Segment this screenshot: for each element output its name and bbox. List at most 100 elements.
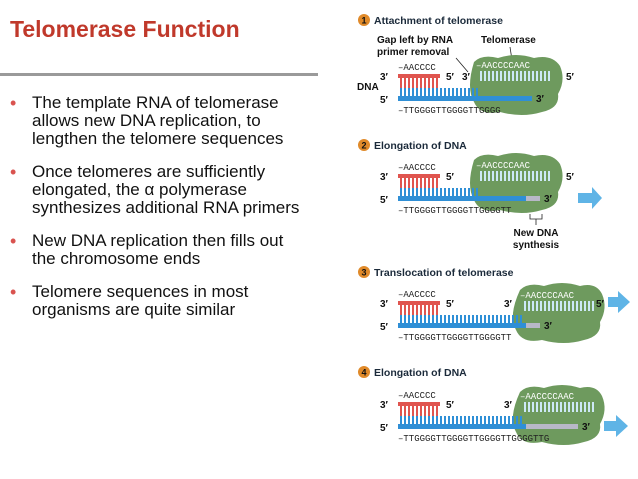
template-rna-seq: –AACCCCAAC: [476, 61, 531, 71]
gap-pointer: [455, 57, 469, 73]
prime-5-top: 5′: [446, 400, 455, 411]
step-4: 4 Elongation of DNA –AACCCCAAC –AACCCC 3…: [358, 366, 628, 445]
telomerase-label: Telomerase: [481, 35, 536, 46]
gap-label-line1: Gap left by RNA: [377, 35, 453, 46]
new-dna-bracket: [529, 214, 543, 220]
top-strand-seq: –AACCCC: [398, 290, 436, 300]
top-strand-seq: –AACCCC: [398, 391, 436, 401]
prime-3-bottom: 3′: [536, 94, 545, 105]
template-rungs: [524, 402, 596, 412]
rna-primer-rungs: [398, 305, 440, 315]
rna-primer-bar: [398, 301, 440, 305]
prime-5-bottom: 5′: [380, 322, 389, 333]
step-3-badge: [358, 266, 370, 278]
prime-3-bottom: 3′: [582, 422, 591, 433]
prime-3-top: 3′: [380, 72, 389, 83]
step-2-badge: [358, 139, 370, 151]
bullet-text: Once telomeres are sufficiently elongate…: [32, 162, 300, 217]
rna-primer-rungs: [398, 78, 440, 88]
dna-strand-bar: [398, 323, 526, 328]
bullet-list: • The template RNA of telomerase allows n…: [8, 94, 308, 334]
prime-5-template: 5′: [566, 172, 575, 183]
step-4-badge: [358, 366, 370, 378]
template-rungs: [524, 301, 596, 311]
new-dna-label-line1: New DNA: [513, 228, 558, 239]
rna-primer-bar: [398, 402, 440, 406]
bullet-icon: •: [10, 93, 17, 113]
bullet-text: Telomere sequences in most organisms are…: [32, 282, 249, 319]
dna-label: DNA: [357, 82, 379, 93]
bullet-icon: •: [10, 282, 17, 302]
new-dna-label-line2: synthesis: [513, 240, 560, 251]
dna-strand-bar: [398, 96, 532, 101]
step-2-title: Elongation of DNA: [374, 140, 467, 152]
prime-5-bottom: 5′: [380, 423, 389, 434]
bullet-icon: •: [10, 162, 17, 182]
step-1: 1 Attachment of telomerase Gap left by R…: [357, 14, 575, 116]
prime-5-template: 5′: [596, 299, 605, 310]
prime-3-top: 3′: [380, 172, 389, 183]
bullet-text: The template RNA of telomerase allows ne…: [32, 93, 284, 148]
elongation-arrow-icon: [604, 415, 628, 437]
bullet-text: New DNA replication then fills out the c…: [32, 231, 284, 268]
step-1-title: Attachment of telomerase: [374, 15, 503, 27]
telomerase-enzyme: [512, 385, 605, 445]
template-rna-seq: –AACCCCAAC: [476, 161, 531, 171]
gap-label-line2: primer removal: [377, 47, 449, 58]
dna-rungs: [398, 188, 478, 196]
rna-primer-rungs: [398, 178, 440, 188]
top-strand-seq: –AACCCC: [398, 163, 436, 173]
dna-strand-bar: [398, 196, 526, 201]
template-rna-seq: –AACCCCAAC: [520, 392, 575, 402]
prime-5-bottom: 5′: [380, 195, 389, 206]
dna-rungs: [398, 315, 522, 323]
prime-3-template: 3′: [462, 72, 471, 83]
prime-3-bottom: 3′: [544, 321, 553, 332]
prime-5-bottom: 5′: [380, 95, 389, 106]
prime-3-top: 3′: [380, 400, 389, 411]
bullet-item: • New DNA replication then fills out the …: [8, 232, 308, 268]
slide-title: Telomerase Function: [10, 16, 240, 42]
prime-5-template: 5′: [566, 72, 575, 83]
step-1-badge: [358, 14, 370, 26]
prime-3-top: 3′: [380, 299, 389, 310]
step-3-number: 3: [361, 268, 366, 278]
bottom-strand-seq: –TTGGGGTTGGGGTTGGGGTT: [398, 333, 512, 343]
template-rungs: [480, 71, 552, 81]
prime-5-top: 5′: [446, 72, 455, 83]
rna-primer-bar: [398, 174, 440, 178]
dna-rungs: [398, 416, 522, 424]
bullet-item: • Once telomeres are sufficiently elongat…: [8, 163, 308, 217]
template-rna-seq: –AACCCCAAC: [520, 291, 575, 301]
new-dna-segment: [526, 323, 540, 328]
step-4-number: 4: [361, 368, 366, 378]
dna-rungs: [398, 88, 478, 96]
prime-5-top: 5′: [446, 299, 455, 310]
rna-primer-bar: [398, 74, 440, 78]
top-strand-seq: –AACCCC: [398, 63, 436, 73]
step-2: 2 Elongation of DNA –AACCCCAAC –AACCCC 3…: [358, 139, 602, 251]
bullet-icon: •: [10, 231, 17, 251]
bullet-item: • The template RNA of telomerase allows n…: [8, 94, 308, 148]
dna-strand-bar: [398, 424, 526, 429]
step-1-number: 1: [361, 16, 366, 26]
step-2-number: 2: [361, 141, 366, 151]
template-rungs: [480, 171, 552, 181]
bottom-strand-seq: –TTGGGGTTGGGGTTGGGGTTGGGGTTG: [398, 434, 549, 444]
prime-3-bottom: 3′: [544, 194, 553, 205]
bullet-item: • Telomere sequences in most organisms ar…: [8, 283, 308, 319]
elongation-arrow-icon: [578, 187, 602, 209]
bottom-strand-seq: –TTGGGGTTGGGGTTGGGG: [398, 106, 501, 116]
step-4-title: Elongation of DNA: [374, 367, 467, 379]
new-dna-segment: [526, 424, 578, 429]
prime-5-top: 5′: [446, 172, 455, 183]
title-divider: [0, 73, 318, 76]
rna-primer-rungs: [398, 406, 440, 416]
prime-3-template: 3′: [504, 400, 513, 411]
step-3-title: Translocation of telomerase: [374, 267, 514, 279]
bottom-strand-seq: –TTGGGGTTGGGGTTGGGGTT: [398, 206, 512, 216]
translocation-arrow-icon: [608, 291, 630, 313]
prime-3-template: 3′: [504, 299, 513, 310]
step-3: 3 Translocation of telomerase –AACCCCAAC…: [358, 266, 630, 343]
